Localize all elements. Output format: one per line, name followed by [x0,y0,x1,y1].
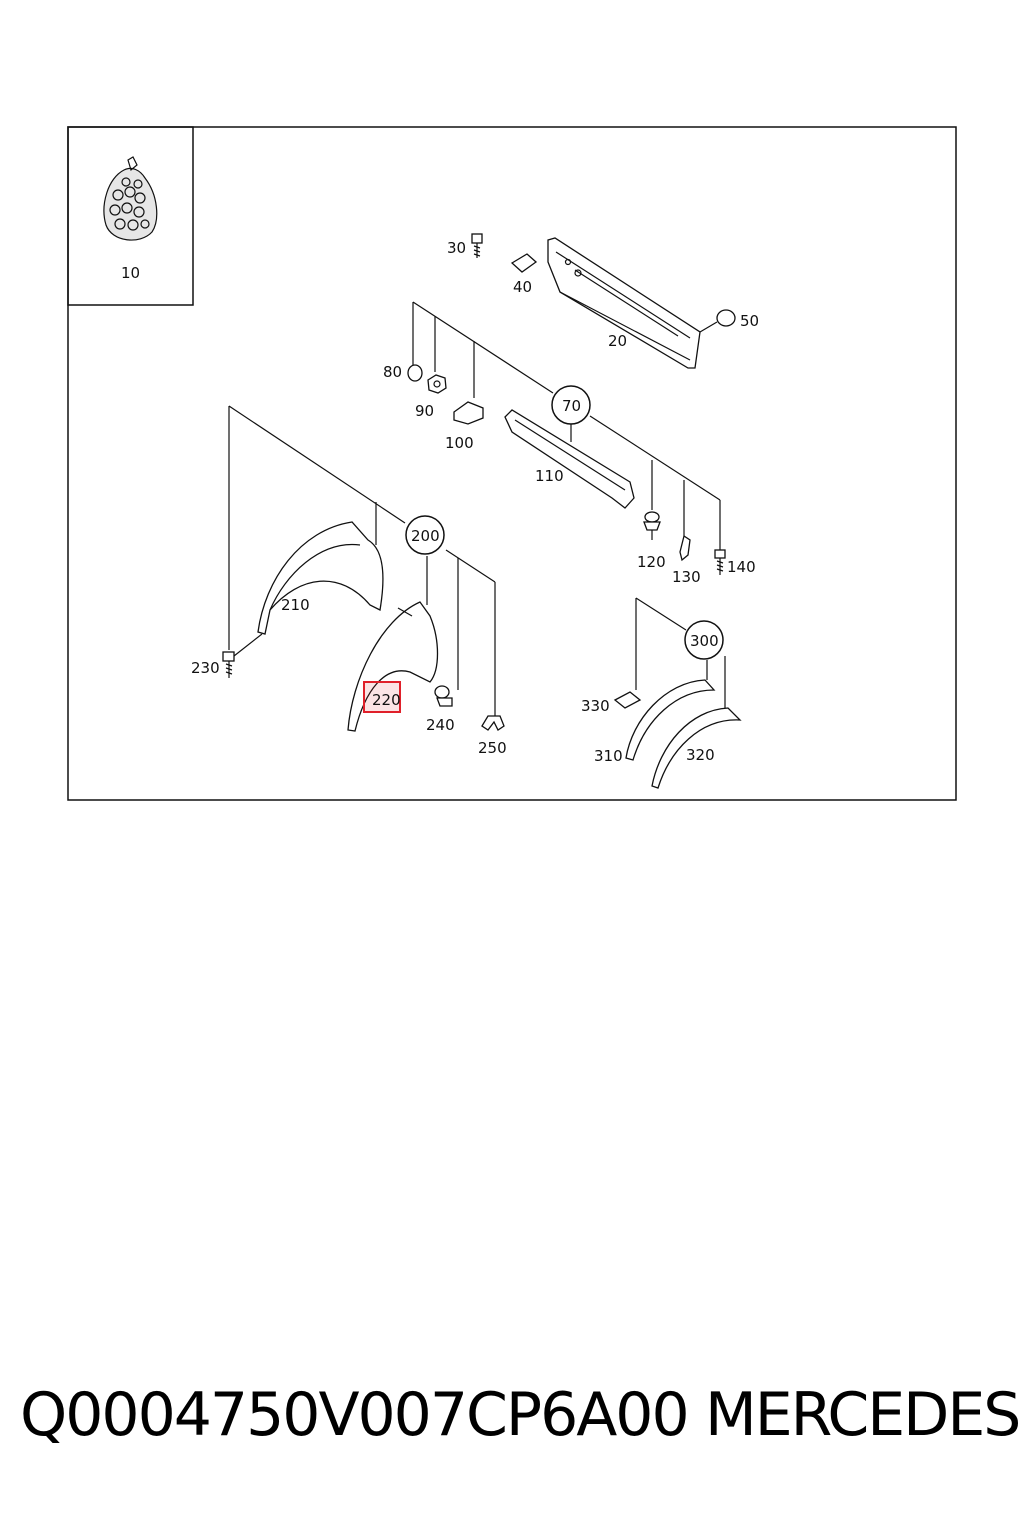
part-label-110: 110 [535,467,564,485]
part-label-20: 20 [608,332,627,350]
part-label-90: 90 [415,402,434,420]
leader-lines-300 [635,597,726,708]
part-label-320: 320 [686,746,715,764]
bracket-part-100 [453,401,484,425]
leader-lines-70 [412,301,721,550]
part-label-220[interactable]: 220 [372,691,401,709]
brand-name: MERCEDES [705,1380,1021,1450]
fastener-bag-icon [103,156,158,241]
highlight-box-220[interactable] [363,681,401,713]
part-label-330: 330 [581,697,610,715]
clip-part-240 [434,685,453,707]
clip-part-330 [613,691,642,709]
part-label-130: 130 [672,568,701,586]
rail-part-20 [547,237,701,369]
callout-label-200: 200 [411,527,440,545]
clip-part-40 [510,253,538,273]
screw-part-140 [714,549,726,575]
part-label-120: 120 [637,553,666,571]
part-label-250: 250 [478,739,507,757]
plug-part-50 [699,309,736,333]
part-label-10: 10 [121,264,140,282]
part-label-240: 240 [426,716,455,734]
moulding-part-310 [625,679,716,761]
nut-part-90 [427,374,447,394]
clip-part-250 [481,715,505,731]
callout-label-300: 300 [690,632,719,650]
part-label-30: 30 [447,239,466,257]
callout-200[interactable]: 200 [405,515,445,555]
fender-liner-part-220 [347,601,439,732]
fender-liner-part-210 [257,521,384,635]
clip-part-130 [679,534,691,562]
part-label-100: 100 [445,434,474,452]
callout-70[interactable]: 70 [551,385,591,425]
inset-frame [67,126,194,306]
strip-part-110 [504,409,635,509]
part-label-310: 310 [594,747,623,765]
callout-300[interactable]: 300 [684,620,724,660]
part-label-50: 50 [740,312,759,330]
part-label-40: 40 [513,278,532,296]
part-label-80: 80 [383,363,402,381]
screw-part-30 [471,233,483,258]
part-label-140: 140 [727,558,756,576]
moulding-part-320 [651,707,742,789]
screw-part-230 [222,633,263,678]
part-label-230: 230 [191,659,220,677]
part-number: Q0004750V007CP6A00 [20,1380,690,1450]
footer: Q0004750V007CP6A00 MERCEDES [0,1385,1024,1475]
stud-part-120 [643,511,661,540]
diagram-frame [67,126,957,801]
callout-label-70: 70 [562,397,581,415]
parts-diagram: 10 [67,126,957,801]
leader-lines-200 [228,405,496,716]
washer-part-80 [407,364,423,382]
part-label-210: 210 [281,596,310,614]
